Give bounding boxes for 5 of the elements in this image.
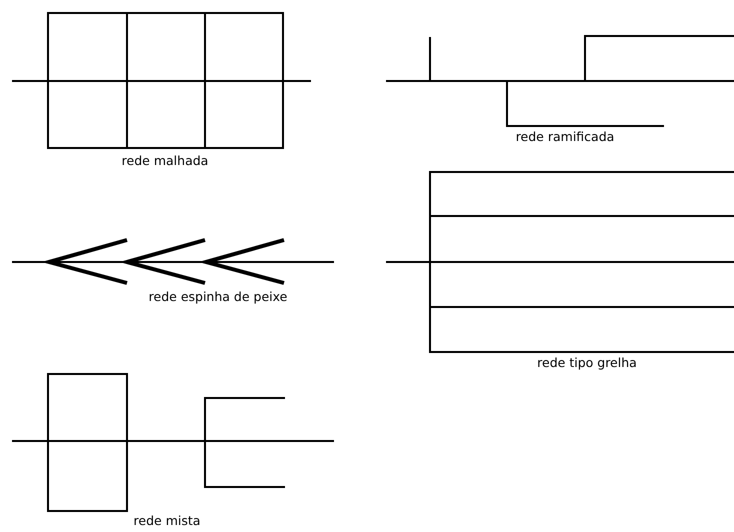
- drawing-caption: rede malhada: [122, 154, 208, 168]
- drawing-caption: rede espinha de peixe: [148, 290, 288, 304]
- drawing-caption: rede mista: [134, 514, 200, 528]
- drawing-caption: rede ramificada: [516, 130, 614, 144]
- drawing-caption: rede tipo grelha: [537, 356, 637, 370]
